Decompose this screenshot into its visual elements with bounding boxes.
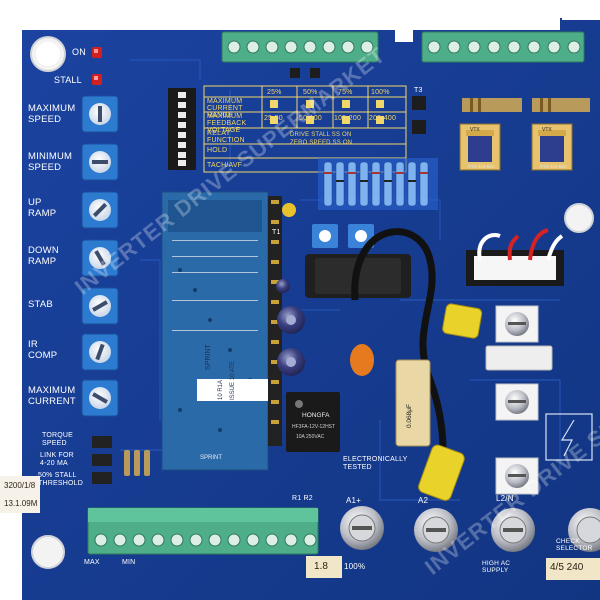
handwritten-note-2: 13.1.09M	[4, 499, 38, 508]
hv-warning-symbol	[545, 413, 593, 461]
handwritten-note-4: 4/5 240	[550, 562, 584, 573]
mount-hole-bottom-left	[31, 535, 65, 569]
table-cell-50-100: 50-100	[299, 115, 322, 122]
dip-switch	[168, 88, 196, 170]
screw-terminal-1	[495, 305, 539, 343]
terminal-block-bottom	[87, 507, 319, 555]
screw-a2	[414, 508, 458, 552]
label-min: MIN	[122, 559, 136, 566]
capacitor-electrolytic-1	[277, 306, 305, 334]
resistor-bank-center	[318, 158, 438, 210]
label-100pct: 100%	[344, 562, 366, 571]
table-row-hold: HOLD	[207, 147, 228, 154]
label-a2: A2	[418, 496, 429, 505]
table-row-feedback-voltage: MAXIMUM FEEDBACK VOLTAGE	[207, 113, 247, 134]
mount-hole-right	[564, 203, 594, 233]
screw-a1	[340, 506, 384, 550]
transformer-right-model: VTX-110-041	[540, 164, 567, 169]
transformer-left-brand: VTX	[470, 127, 480, 133]
label-led-on: ON	[72, 47, 86, 57]
film-capacitor-value: 0.068μF	[406, 404, 413, 428]
terminal-block-top-left	[221, 31, 379, 63]
table-note-zero-speed: ZERO SPEED SS ON	[290, 140, 353, 146]
ferrule-top	[442, 303, 483, 339]
jumper-pads	[270, 100, 384, 124]
relay-rating: 10A 250VAC	[296, 434, 325, 440]
label-l2n: L2/N	[496, 494, 514, 503]
table-cell-100-200: 100-200	[334, 115, 362, 122]
relay-model: HF3FA-12V-12HST	[292, 424, 336, 430]
power-resistor	[485, 345, 553, 371]
link-header	[92, 436, 112, 484]
capacitor-electrolytic-2	[277, 348, 305, 376]
sensor-cable	[351, 228, 447, 481]
label-a1: A1+	[346, 496, 362, 505]
table-cell-200-400: 200-400	[369, 115, 397, 122]
daughter-board-revision: 10 R1A	[218, 379, 224, 400]
handwritten-note-1: 3200/1/8	[4, 481, 36, 490]
film-capacitor	[395, 359, 431, 447]
screw-terminal-3	[495, 457, 539, 495]
table-row-max-current: MAXIMUM CURRENT RANGE	[207, 98, 243, 119]
transformer-left	[459, 123, 501, 171]
daughter-board-issue: ISSUE 10 ATE	[230, 361, 236, 400]
tape-2	[0, 495, 40, 513]
resistors-lower-left	[124, 450, 150, 476]
label-max: MAX	[84, 559, 100, 566]
transformer-right	[531, 123, 573, 171]
tape-4	[546, 558, 600, 580]
table-row-relay-function: RELAY FUNCTION	[207, 130, 245, 144]
resistor-array-right	[462, 98, 590, 112]
relay-brand: HONGFA	[302, 412, 330, 419]
label-t1: T1	[272, 229, 281, 236]
header-pins	[268, 196, 282, 446]
transformer-right-brand: VTX	[542, 127, 552, 133]
table-row-tach: TACH/AVF	[207, 162, 243, 169]
capacitor-tantalum	[282, 203, 296, 217]
small-parts-top	[290, 68, 426, 134]
led-on	[92, 47, 102, 58]
tape-3	[306, 556, 342, 578]
daughter-board	[161, 191, 277, 471]
daughter-board-label: SPRINT	[205, 344, 212, 370]
led-stall	[92, 74, 102, 85]
label-t3: T3	[414, 87, 423, 94]
daughter-board-brand: SPRINT	[200, 455, 223, 461]
relay-hongfa	[286, 392, 340, 452]
table-note-drive-stall: DRIVE STALL SS ON	[290, 132, 352, 138]
ferrule-bottom	[418, 444, 465, 501]
screw-terminal-2	[495, 383, 539, 421]
terminal-block-top-right	[421, 31, 585, 63]
label-stab: STAB	[28, 299, 53, 310]
screw-l1	[568, 508, 600, 552]
wire-connector	[466, 228, 564, 286]
label-led-stall: STALL	[54, 75, 82, 85]
handwritten-note-3: 1.8	[314, 561, 328, 572]
potentiometer-column	[81, 95, 119, 417]
tape-1	[0, 476, 40, 496]
transformer-left-model: VTX-110-041	[468, 164, 495, 169]
table-cell-25-50: 25-50	[264, 115, 283, 122]
label-relay-pins: R1 R2	[292, 495, 313, 502]
capacitor-small-1	[276, 279, 290, 293]
screw-l2n	[491, 508, 535, 552]
orange-capacitor	[350, 344, 374, 376]
